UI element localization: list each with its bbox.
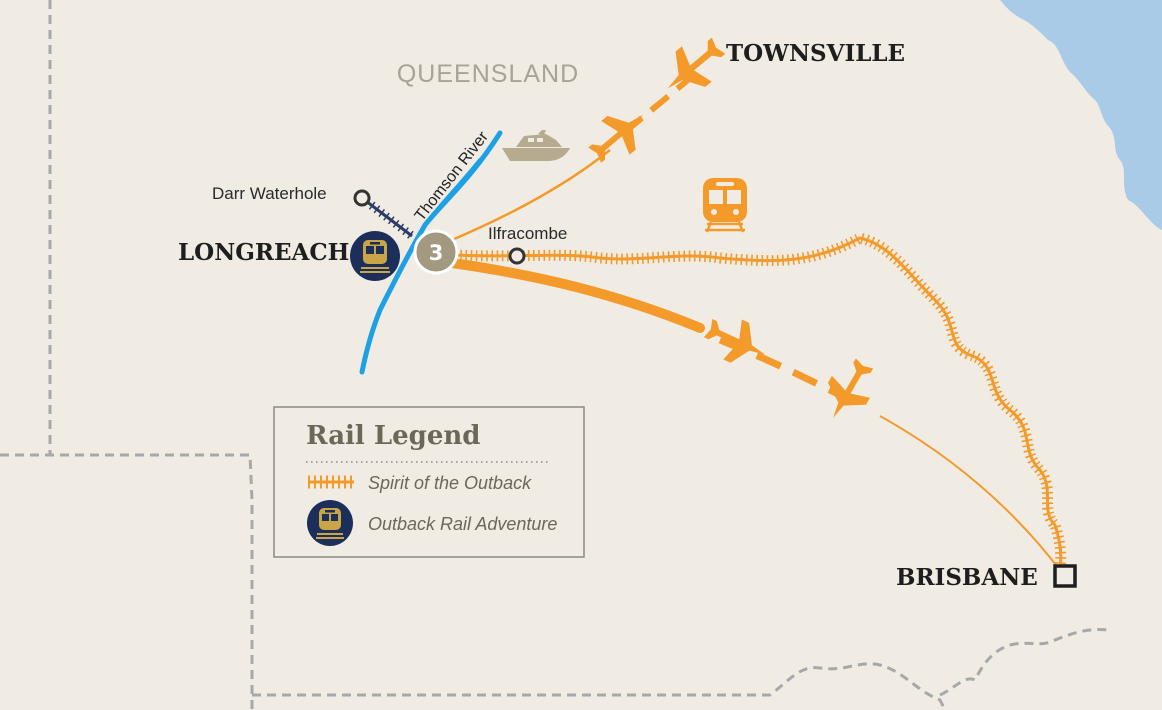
flight-line-brisbane-thick: [440, 257, 705, 333]
region-label: QUEENSLAND: [397, 60, 579, 88]
stop-number: 3: [429, 241, 444, 265]
river-label: Thomson River: [412, 128, 493, 224]
rail-legend: Rail Legend Spirit of the Outback Outbac…: [273, 406, 585, 558]
ilfracombe-label: Ilfracombe: [488, 224, 567, 243]
state-borders: [0, 0, 1109, 710]
brisbane-label: BRISBANE: [896, 564, 1038, 591]
thomson-river-branch: [423, 158, 482, 227]
airplane-icon: [827, 358, 874, 418]
brisbane-marker: [1053, 564, 1077, 588]
airplane-icon: [588, 114, 643, 163]
darr-waterhole-rail: [359, 194, 415, 240]
longreach-label: LONGREACH: [178, 239, 349, 266]
train-icon: [703, 178, 747, 233]
airplane-icon: [703, 318, 766, 363]
outback-rail-adventure-badge: [350, 231, 400, 281]
airplane-icon: [667, 37, 726, 89]
legend-item-label: Outback Rail Adventure: [368, 514, 557, 534]
ilfracombe-marker: [508, 247, 526, 265]
legend-title: Rail Legend: [306, 421, 480, 451]
boat-icon: [502, 130, 570, 161]
flight-line-brisbane-thin: [879, 415, 1061, 571]
stop-marker: 3: [413, 229, 459, 275]
darr-waterhole-marker: [353, 189, 371, 207]
coast-water: [1000, 0, 1162, 230]
train-badge-icon: [307, 500, 353, 546]
spirit-of-the-outback-route: [454, 232, 1067, 569]
flight-line-townsville: [439, 149, 611, 247]
darr-waterhole-label: Darr Waterhole: [212, 184, 327, 203]
townsville-label: TOWNSVILLE: [726, 40, 905, 67]
legend-item-label: Spirit of the Outback: [368, 473, 532, 493]
